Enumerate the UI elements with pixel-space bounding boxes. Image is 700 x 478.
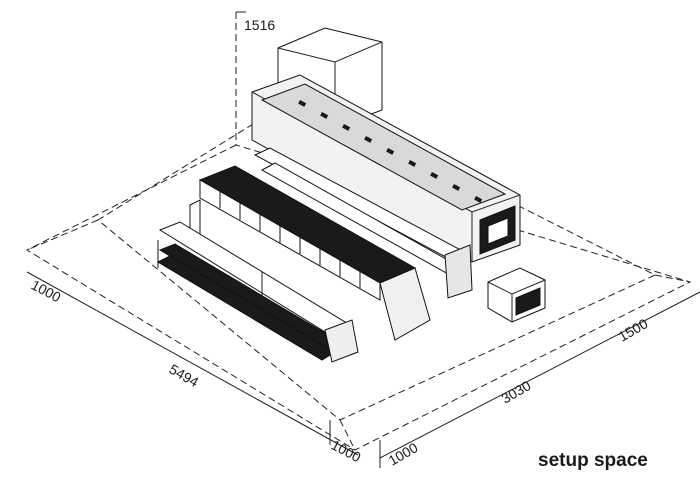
inner-footprint-boundary	[26, 94, 691, 451]
vent-slot	[452, 184, 461, 191]
take-up-frame	[156, 221, 359, 363]
vent-slot	[386, 148, 395, 155]
roller-assembly	[253, 147, 473, 299]
vent-slot	[408, 159, 417, 167]
vent-slot	[298, 100, 307, 107]
front-margin-right-dimension: 1000	[386, 439, 421, 469]
vent-slot	[430, 171, 439, 179]
vent-slot	[342, 124, 351, 131]
vent-slot	[364, 136, 373, 143]
right-margin-dimension: 1500	[616, 315, 651, 345]
vent-slot	[320, 111, 329, 119]
caption: setup space	[538, 450, 648, 471]
dryer-segments	[219, 191, 361, 289]
height-dimension: 1516	[244, 17, 275, 33]
left-margin-dimension: 1000	[29, 277, 64, 306]
chiller-unit	[487, 267, 546, 323]
front-margin-left-dimension: 1000	[329, 437, 364, 466]
height-dimension-line	[235, 11, 246, 145]
printer-vents	[298, 100, 483, 203]
dryer-module	[189, 165, 431, 341]
dimension-extension-lines	[26, 271, 700, 468]
printer-body	[251, 74, 521, 263]
vent-slot	[474, 195, 483, 203]
